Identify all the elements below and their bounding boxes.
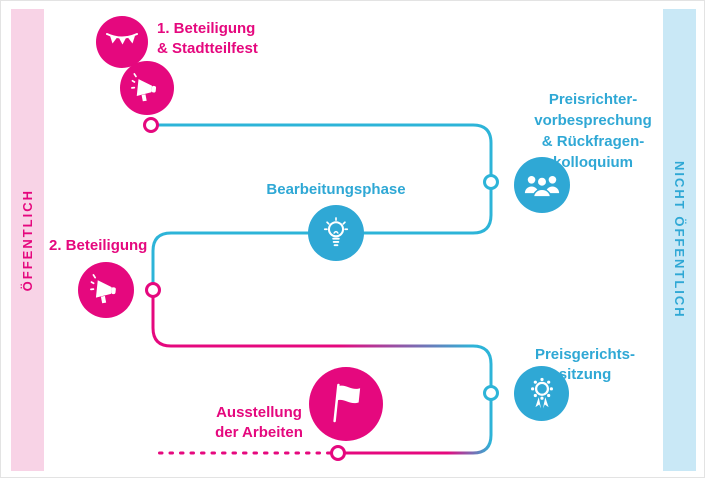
award-ribbon-icon (530, 377, 553, 409)
connector-segment-4 (343, 398, 493, 455)
milestone-work-phase-circle (308, 205, 364, 261)
flag-icon (333, 383, 361, 423)
connector-node (483, 174, 499, 190)
non-public-band-label: NICHT ÖFFENTLICH (672, 161, 687, 319)
label-first-participation: 1. Beteiligung & Stadtteilfest (157, 20, 258, 57)
bunting-icon (106, 33, 138, 45)
milestone-jury-pre-meeting-circle (514, 157, 570, 213)
label-work-phase: Bearbeitungsphase (266, 181, 406, 198)
milestone-jury-session-circle (514, 366, 569, 421)
label-jury-pre-meeting: Preisrichter- vorbesprechung & Rückfrage… (534, 91, 652, 171)
label-exhibition: Ausstellung der Arbeiten (215, 404, 303, 441)
milestone-bunting-circle (96, 16, 148, 68)
milestone-exhibition-circle (309, 367, 383, 441)
non-public-band: NICHT ÖFFENTLICH (663, 9, 696, 471)
label-second-participation: 2. Beteiligung (49, 237, 148, 254)
milestone-megaphone2-circle (78, 262, 134, 318)
connector-node (330, 445, 346, 461)
connector-segment-1 (156, 123, 493, 177)
megaphone-icon (89, 274, 116, 304)
lightbulb-icon (323, 217, 349, 247)
public-band: ÖFFENTLICH (11, 9, 44, 471)
connector-segment-3 (151, 295, 493, 388)
connector-node (483, 385, 499, 401)
megaphone-icon (131, 72, 157, 101)
connector-node (145, 282, 161, 298)
connector-node (143, 117, 159, 133)
label-jury-session: Preisgerichts- sitzung (534, 346, 636, 383)
people-icon (524, 175, 560, 198)
milestone-megaphone1-circle (120, 61, 174, 115)
